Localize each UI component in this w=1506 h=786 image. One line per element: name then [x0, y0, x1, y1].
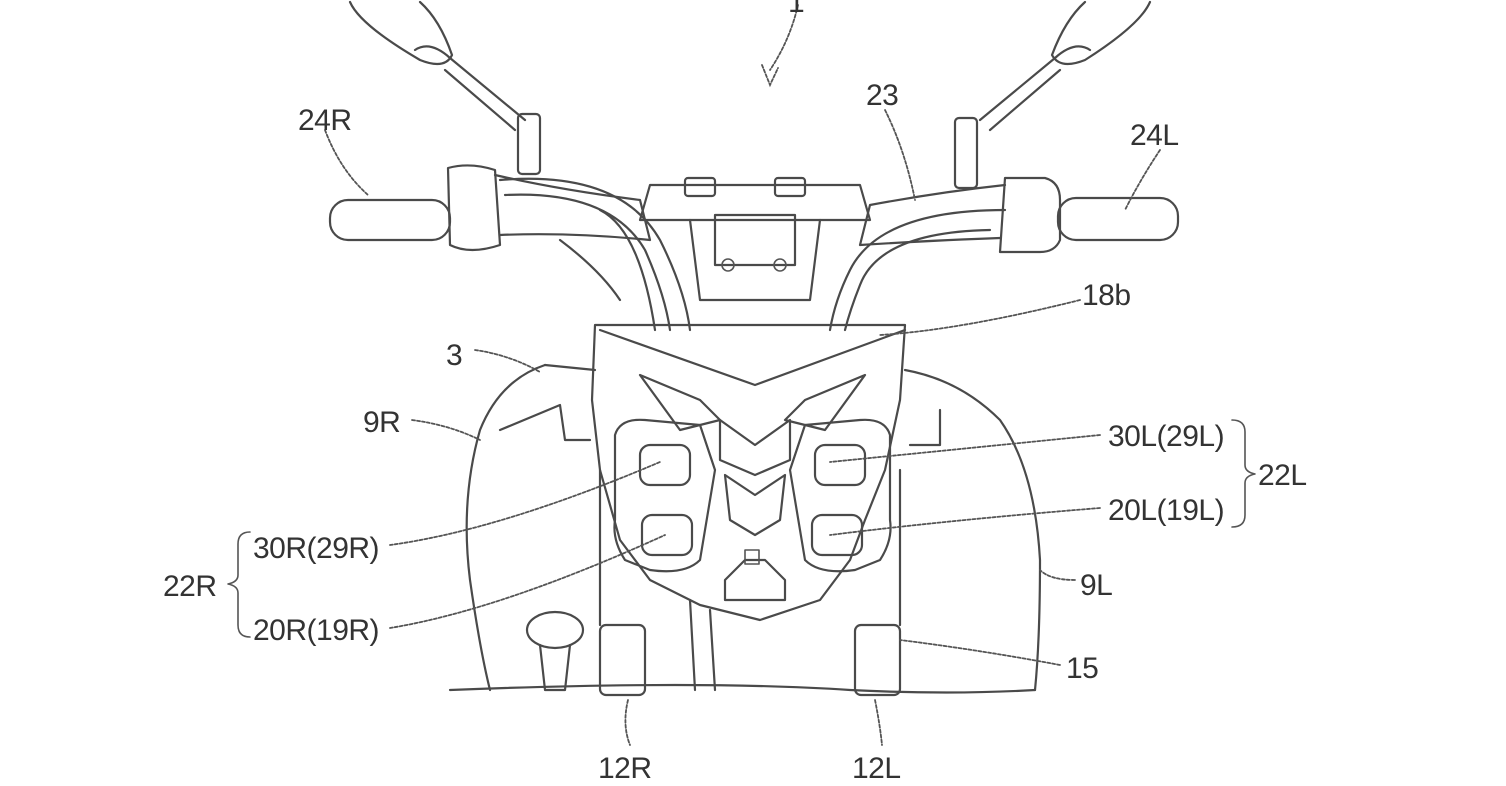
label-1: 1	[788, 0, 804, 19]
label-12R: 12R	[598, 752, 652, 785]
label-15: 15	[1066, 652, 1098, 685]
cables	[498, 177, 1007, 332]
mirror-right	[348, 0, 542, 176]
headlight-cowl	[590, 323, 907, 622]
mirror-left	[953, 0, 1152, 190]
label-22L: 22L	[1258, 459, 1307, 492]
leader-lines	[324, 4, 1161, 746]
handlebar	[328, 164, 1180, 254]
label-3: 3	[446, 339, 462, 372]
label-24R: 24R	[298, 104, 352, 137]
label-20R: 20R(19R)	[253, 614, 379, 647]
brace-22L	[1231, 419, 1256, 528]
label-12L: 12L	[852, 752, 901, 785]
label-18b: 18b	[1082, 279, 1131, 312]
label-9R: 9R	[363, 406, 400, 439]
label-9L: 9L	[1080, 569, 1112, 602]
top-clamp	[638, 176, 872, 302]
label-30L: 30L(29L)	[1108, 420, 1224, 453]
side-cover-right	[465, 363, 597, 692]
label-20L: 20L(19L)	[1108, 494, 1224, 527]
brace-22R	[227, 531, 251, 638]
label-30R: 30R(29R)	[253, 532, 379, 565]
headlight-units	[613, 418, 892, 602]
front-forks	[525, 468, 902, 697]
side-cover-left	[903, 368, 1042, 692]
section-break-line	[448, 683, 1037, 694]
label-22R: 22R	[163, 570, 217, 603]
label-23: 23	[866, 79, 898, 112]
label-24L: 24L	[1130, 119, 1179, 152]
